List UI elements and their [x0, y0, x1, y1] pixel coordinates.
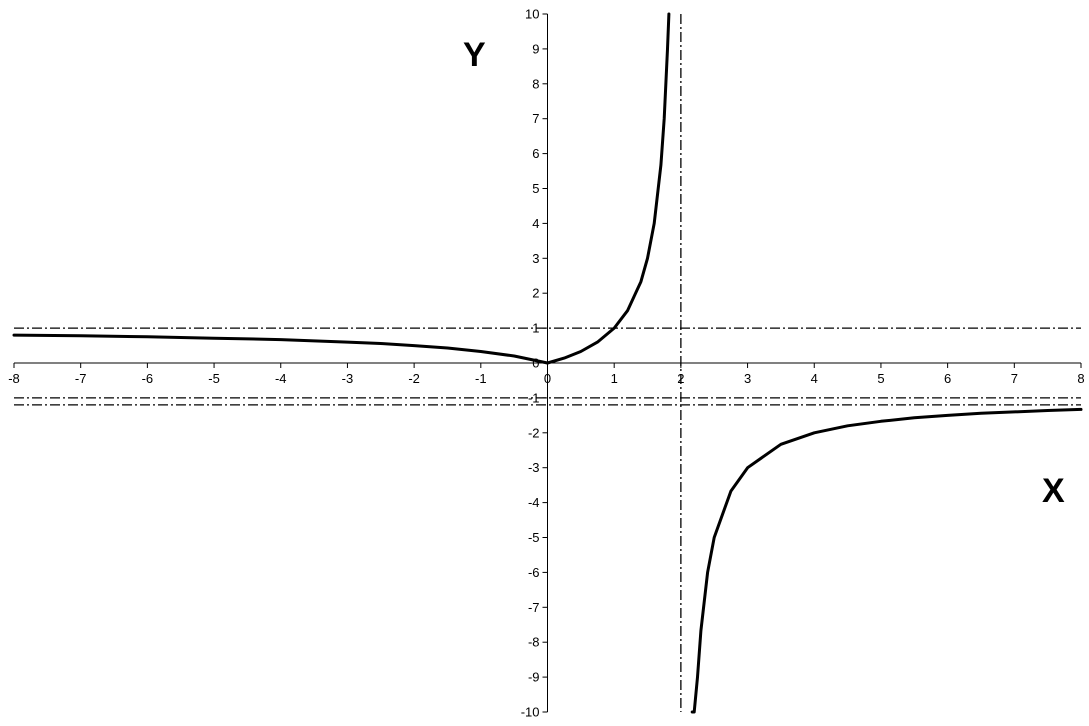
y-tick-label: -5: [528, 530, 540, 545]
y-tick-label: -2: [528, 425, 540, 440]
y-tick-label: 7: [532, 111, 539, 126]
y-tick-label: -6: [528, 565, 540, 580]
x-tick-label: -6: [142, 371, 154, 386]
y-tick-label: -4: [528, 495, 540, 510]
x-tick-label: -7: [75, 371, 87, 386]
x-tick-label: 6: [944, 371, 951, 386]
x-tick-label: -5: [208, 371, 220, 386]
y-tick-label: 10: [525, 7, 539, 22]
x-tick-label: -8: [8, 371, 20, 386]
y-tick-label: 3: [532, 251, 539, 266]
y-tick-label: -7: [528, 600, 540, 615]
x-tick-label: 8: [1077, 371, 1084, 386]
y-tick-label: 6: [532, 146, 539, 161]
y-axis-label: Y: [463, 36, 486, 74]
y-tick-label: 0: [532, 356, 539, 371]
curve-series: [12, 12, 1083, 714]
y-tick-label: 9: [532, 41, 539, 56]
y-tick-label: 1: [532, 321, 539, 336]
x-tick-label: 3: [744, 371, 751, 386]
x-tick-label: 4: [811, 371, 818, 386]
y-tick-label: -1: [528, 390, 540, 405]
x-tick-label: 0: [544, 371, 551, 386]
x-tick-label: 5: [877, 371, 884, 386]
x-tick-label: -2: [408, 371, 420, 386]
curve-branch-0: [12, 333, 549, 365]
y-tick-label: 4: [532, 216, 539, 231]
y-tick-label: -3: [528, 460, 540, 475]
y-tick-label: -8: [528, 635, 540, 650]
x-tick-label: -1: [475, 371, 487, 386]
y-tick-label: 2: [532, 286, 539, 301]
y-tick-label: -9: [528, 670, 540, 685]
x-tick-label: -3: [342, 371, 354, 386]
x-tick-label: 7: [1011, 371, 1018, 386]
curve-branch-1: [546, 12, 671, 365]
y-tick-label: 5: [532, 181, 539, 196]
x-axis-label: X: [1042, 472, 1065, 510]
x-tick-label: -4: [275, 371, 287, 386]
x-tick-label: 1: [611, 371, 618, 386]
curve-branch-2: [690, 407, 1083, 714]
y-tick-label: 8: [532, 76, 539, 91]
y-tick-label: -10: [521, 705, 540, 720]
x-tick-label: 2: [677, 371, 684, 386]
